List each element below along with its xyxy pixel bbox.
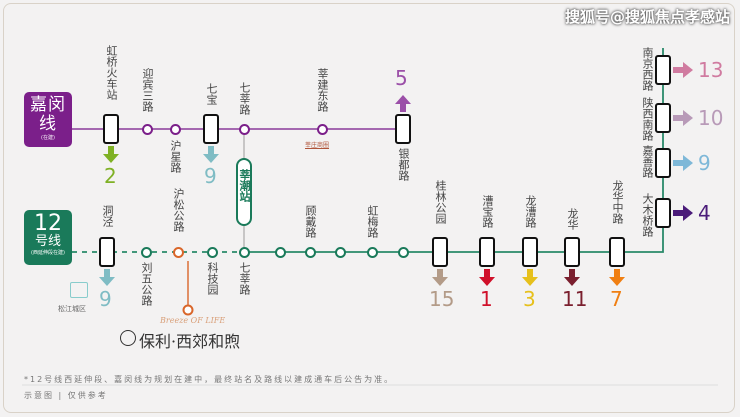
district-label: 松江城区 (58, 305, 86, 313)
station-label: 科技园 (206, 262, 219, 295)
line12-number: 12 (34, 211, 62, 236)
station-marker (334, 246, 346, 258)
transfer-pill: 莘潮站 (236, 158, 252, 226)
map-card (3, 3, 735, 413)
station-label: 虹梅路 (366, 205, 379, 238)
interchange-station-marker (394, 113, 411, 144)
line12-badge: 12 号线 (西延伸段在建) (24, 210, 72, 265)
interchange-station-marker (563, 236, 580, 267)
building-icon (70, 282, 88, 298)
transfer-line-number: 5 (395, 66, 408, 90)
transfer-line-number: 7 (610, 287, 623, 311)
project-logo-icon (120, 330, 136, 346)
interchange-station-marker (654, 54, 671, 85)
station-marker (366, 246, 378, 258)
project-name: 保利·西郊和煦 (139, 332, 241, 351)
station-marker (316, 123, 328, 135)
station-marker (141, 123, 153, 135)
transfer-line-number: 9 (99, 287, 112, 311)
station-label: 虹桥火车站 (105, 45, 118, 100)
transfer-line-number: 4 (698, 201, 711, 225)
area-note: 莘庄商圈 (305, 142, 330, 149)
interchange-station-marker (98, 236, 115, 267)
watermark: 搜狐号@搜狐焦点孝感站 (564, 8, 730, 26)
line12-status: (西延伸段在建) (31, 250, 65, 256)
station-label: 七莘路 (238, 82, 251, 115)
station-marker (304, 246, 316, 258)
station-label: 大木桥路 (641, 193, 654, 237)
station-label: 顾戴路 (304, 205, 317, 238)
station-marker (206, 246, 218, 258)
jiamin-status: (在建) (41, 135, 55, 141)
project-brand: Breeze OF LIFE (160, 316, 226, 325)
interchange-station-marker (654, 197, 671, 228)
station-label: 南京西路 (641, 47, 654, 91)
interchange-station-marker (521, 236, 538, 267)
station-label: 陕西南路 (641, 97, 654, 141)
interchange-station-marker (102, 113, 119, 144)
footnote: *12号线西延伸段、嘉闵线为规划在建中，最终站名及路线以建成通车后公告为准。 (24, 375, 395, 384)
transfer-line-number: 9 (204, 164, 217, 188)
station-label: 洞泾 (101, 205, 114, 227)
station-marker (274, 246, 286, 258)
transfer-line-number: 1 (480, 287, 493, 311)
interchange-station-marker (202, 113, 219, 144)
station-label: 刘五公路 (140, 262, 153, 306)
line12-name: 号线 (34, 234, 61, 249)
transfer-line-number: 2 (104, 164, 117, 188)
transfer-line-number: 3 (523, 287, 536, 311)
interchange-station-marker (478, 236, 495, 267)
jiamin-name: 嘉闵线 (30, 95, 66, 134)
interchange-station-marker (654, 147, 671, 178)
transfer-line-number: 9 (698, 151, 711, 175)
transfer-pill-label: 莘潮站 (238, 169, 251, 202)
transfer-line-number: 13 (698, 58, 724, 82)
station-label: 迎宾三路 (141, 68, 154, 112)
station-label: 龙漕路 (524, 195, 537, 228)
station-marker (169, 123, 181, 135)
station-label: 沪星路 (169, 140, 182, 173)
station-label: 沪松公路 (172, 188, 185, 232)
transfer-line-number: 15 (429, 287, 455, 311)
project-marker (182, 304, 194, 316)
station-label: 嘉善路 (641, 145, 654, 178)
station-marker (238, 246, 250, 258)
station-label: 银都路 (397, 148, 410, 181)
interchange-station-marker (608, 236, 625, 267)
station-marker (238, 123, 250, 135)
station-label: 漕宝路 (481, 195, 494, 228)
transfer-line-number: 11 (562, 287, 588, 311)
station-label: 七莘路 (238, 262, 251, 295)
station-label: 龙华中路 (611, 180, 624, 224)
station-marker (397, 246, 409, 258)
station-label: 莘建东路 (316, 68, 329, 112)
interchange-station-marker (654, 102, 671, 133)
disclaimer: 示意图 | 仅供参考 (24, 391, 108, 400)
jiamin-badge: 嘉闵线 (在建) (24, 92, 72, 147)
interchange-station-marker (431, 236, 448, 267)
station-label: 七宝 (205, 83, 218, 105)
transfer-line-number: 10 (698, 106, 724, 130)
station-marker (140, 246, 152, 258)
station-label: 龙华 (566, 208, 579, 230)
station-label: 桂林公园 (434, 180, 447, 224)
station-marker (172, 246, 184, 258)
